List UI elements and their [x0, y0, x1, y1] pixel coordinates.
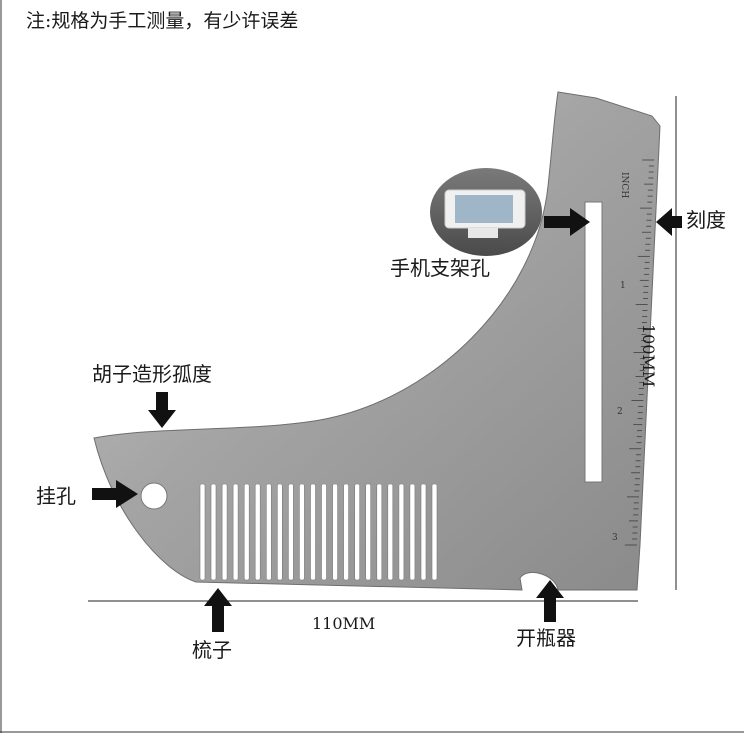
label-bottle-opener: 开瓶器	[516, 626, 576, 650]
comb-tooth	[299, 483, 305, 581]
comb-tooth	[232, 483, 239, 581]
comb-tooth	[321, 483, 327, 581]
comb-tooth	[265, 483, 272, 581]
phone-stand-slot	[584, 201, 603, 483]
arrow-scale	[656, 208, 682, 236]
comb-tooth	[254, 483, 261, 581]
comb-tooth	[210, 483, 217, 581]
comb-tooth	[310, 483, 316, 581]
hang-hole	[140, 482, 168, 510]
comb-tooth	[387, 483, 394, 581]
comb-tooth	[398, 483, 405, 581]
comb-tooth	[431, 483, 438, 581]
label-beard-curve: 胡子造形孤度	[92, 362, 212, 386]
arrow-bottle-opener	[536, 580, 564, 622]
phone-stand-inset	[430, 168, 542, 256]
ruler-tick-1: 1	[620, 281, 626, 291]
comb-tooth	[420, 483, 427, 581]
ruler-tick-3: 3	[612, 533, 618, 543]
comb-tooth	[276, 483, 283, 581]
comb-tooth	[288, 483, 294, 581]
ruler-unit-label: INCH	[619, 172, 629, 198]
label-phone-stand-hole: 手机支架孔	[390, 256, 490, 280]
comb-body	[93, 91, 661, 591]
height-dimension-label: 100MM	[639, 324, 658, 388]
arrow-phone-hole	[544, 208, 590, 236]
comb-tooth	[365, 483, 372, 581]
comb-tooth	[243, 483, 250, 581]
comb-tooth	[332, 483, 338, 581]
ruler-tick-2: 2	[617, 407, 623, 417]
label-scale: 刻度	[686, 208, 726, 232]
arrow-comb	[204, 588, 232, 632]
comb-tooth	[354, 483, 361, 581]
measurement-note: 注:规格为手工测量，有少许误差	[26, 10, 299, 32]
arrow-hang-hole	[92, 480, 138, 508]
comb-tooth	[376, 483, 383, 581]
arrow-beard-curve	[148, 392, 176, 428]
comb-tooth	[221, 483, 228, 581]
comb-tooth	[409, 483, 416, 581]
width-dimension-label: 110MM	[312, 614, 376, 633]
label-comb: 梳子	[192, 638, 232, 662]
label-hang-hole: 挂孔	[36, 484, 76, 508]
inch-ruler	[624, 159, 655, 546]
comb-tooth	[343, 483, 349, 581]
comb-teeth	[199, 483, 438, 581]
comb-tooth	[199, 483, 206, 581]
